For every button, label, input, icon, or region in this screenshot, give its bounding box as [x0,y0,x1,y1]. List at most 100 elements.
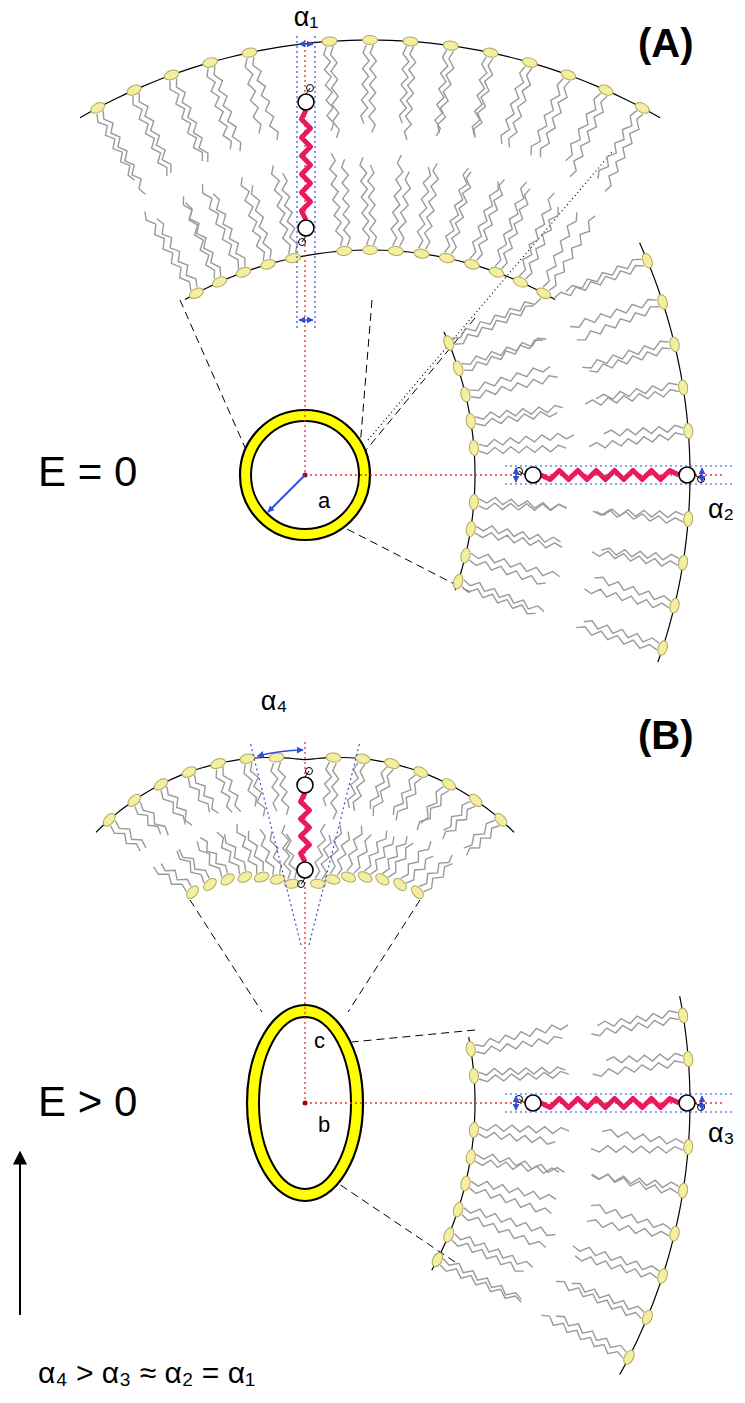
lipid-head [683,1051,693,1067]
angle-guide [250,742,301,945]
lipid-head [363,36,378,45]
probe-chain [541,1099,679,1108]
lipid-tail [474,58,493,137]
zoom-leader [180,300,247,452]
lipid-head [677,1182,688,1198]
lipid-tail [445,168,469,252]
lipid-head [668,336,680,353]
vesicle-inner [251,421,359,529]
lipid-tail [140,802,168,835]
axis-label: c [314,1028,325,1053]
label-wrap: α₄ > α₃ ≈ α₂ = α₁ [38,1356,255,1391]
lipid-tail [393,775,415,815]
lipid-tail [401,841,431,878]
lipid-tail [251,185,271,258]
label-wrap: α₃ [708,1118,735,1149]
radius-label: a [318,488,330,513]
lipid-head [465,521,476,537]
lipid-head [209,757,226,771]
lipid-head [125,83,142,97]
field-label: E = 0 [38,448,137,496]
lipid-tail [479,445,566,454]
lipid-tail [452,1240,524,1271]
lipid-head [452,360,465,377]
lipid-head [356,869,373,884]
lipid-tail [471,376,557,398]
lipid-tail [577,307,659,340]
lipid-head [412,765,429,780]
lipid-head [469,494,479,510]
lipid-head [465,1041,476,1057]
lipid-head [683,423,693,439]
lipid-tail [591,1146,683,1153]
probe-chain [541,471,679,480]
lipid-head [469,1068,479,1084]
angle-guide [309,742,360,945]
lipid-tail [217,832,240,874]
lipid-tail [566,259,642,291]
angle-guide [505,1111,735,1112]
angle-label: α₁ [294,2,319,33]
lipid-head [465,1149,476,1165]
zoom-leader [348,900,420,1012]
lipid-tail [556,1281,641,1318]
lipid-tail [323,762,331,806]
lipid-head [89,100,106,115]
lipid-tail [270,832,281,874]
lipid-tail [470,367,551,391]
angle-guide [314,36,315,330]
lipid-tail [421,786,443,823]
lipid-head [310,878,326,889]
lipid-head [443,40,459,51]
lipid-head [253,870,270,884]
field-label: E > 0 [38,1078,137,1126]
lipid-head [683,511,693,527]
lipid-head [677,379,688,395]
lipid-tail [556,1316,626,1352]
membrane-segment [430,996,693,1374]
lipid-tail [396,778,421,820]
lipid-tail [170,81,202,161]
label-wrap: E > 0 [38,1078,137,1126]
lipid-tail [286,834,297,879]
lipid-tail [179,849,209,878]
lipid-tail [282,173,297,252]
lipid-tail [606,1053,683,1063]
lipid-tail [598,111,637,179]
angle-arrow [299,319,313,320]
lipid-tail [591,1018,678,1036]
lipid-head [465,413,476,429]
lipid-tail [596,383,678,399]
lipid-head [391,876,408,893]
probe-ring [298,220,314,236]
lipid-head [409,884,426,901]
lipid-tail [237,824,257,874]
lipid-head [184,884,201,901]
lipid-tail [541,1315,623,1358]
lipid-tail [519,193,554,276]
lipid-tail [161,790,185,824]
lipid-tail [451,172,471,254]
lipid-tail [200,838,227,874]
lipid-head [201,876,218,893]
lipid-tail [443,806,475,839]
lipid-tail [573,1246,659,1271]
lipid-tail [502,189,530,269]
lipid-head [285,252,302,264]
angle-guide [296,36,297,330]
zoom-leader [336,1182,455,1262]
angle-arrow [701,1096,702,1110]
angle-marks [250,36,735,1112]
lipid-tail [604,425,683,436]
spin-probe [297,768,313,888]
lipid-tail [589,433,683,448]
guide-lines [20,40,725,1315]
center-dot [303,1101,308,1106]
lipid-tail [139,93,171,173]
label-wrap: α₂ [708,494,734,525]
lipid-tail [197,841,222,877]
angle-arrow [515,468,516,482]
lipid-tail [570,299,657,327]
lipid-head [677,554,688,570]
